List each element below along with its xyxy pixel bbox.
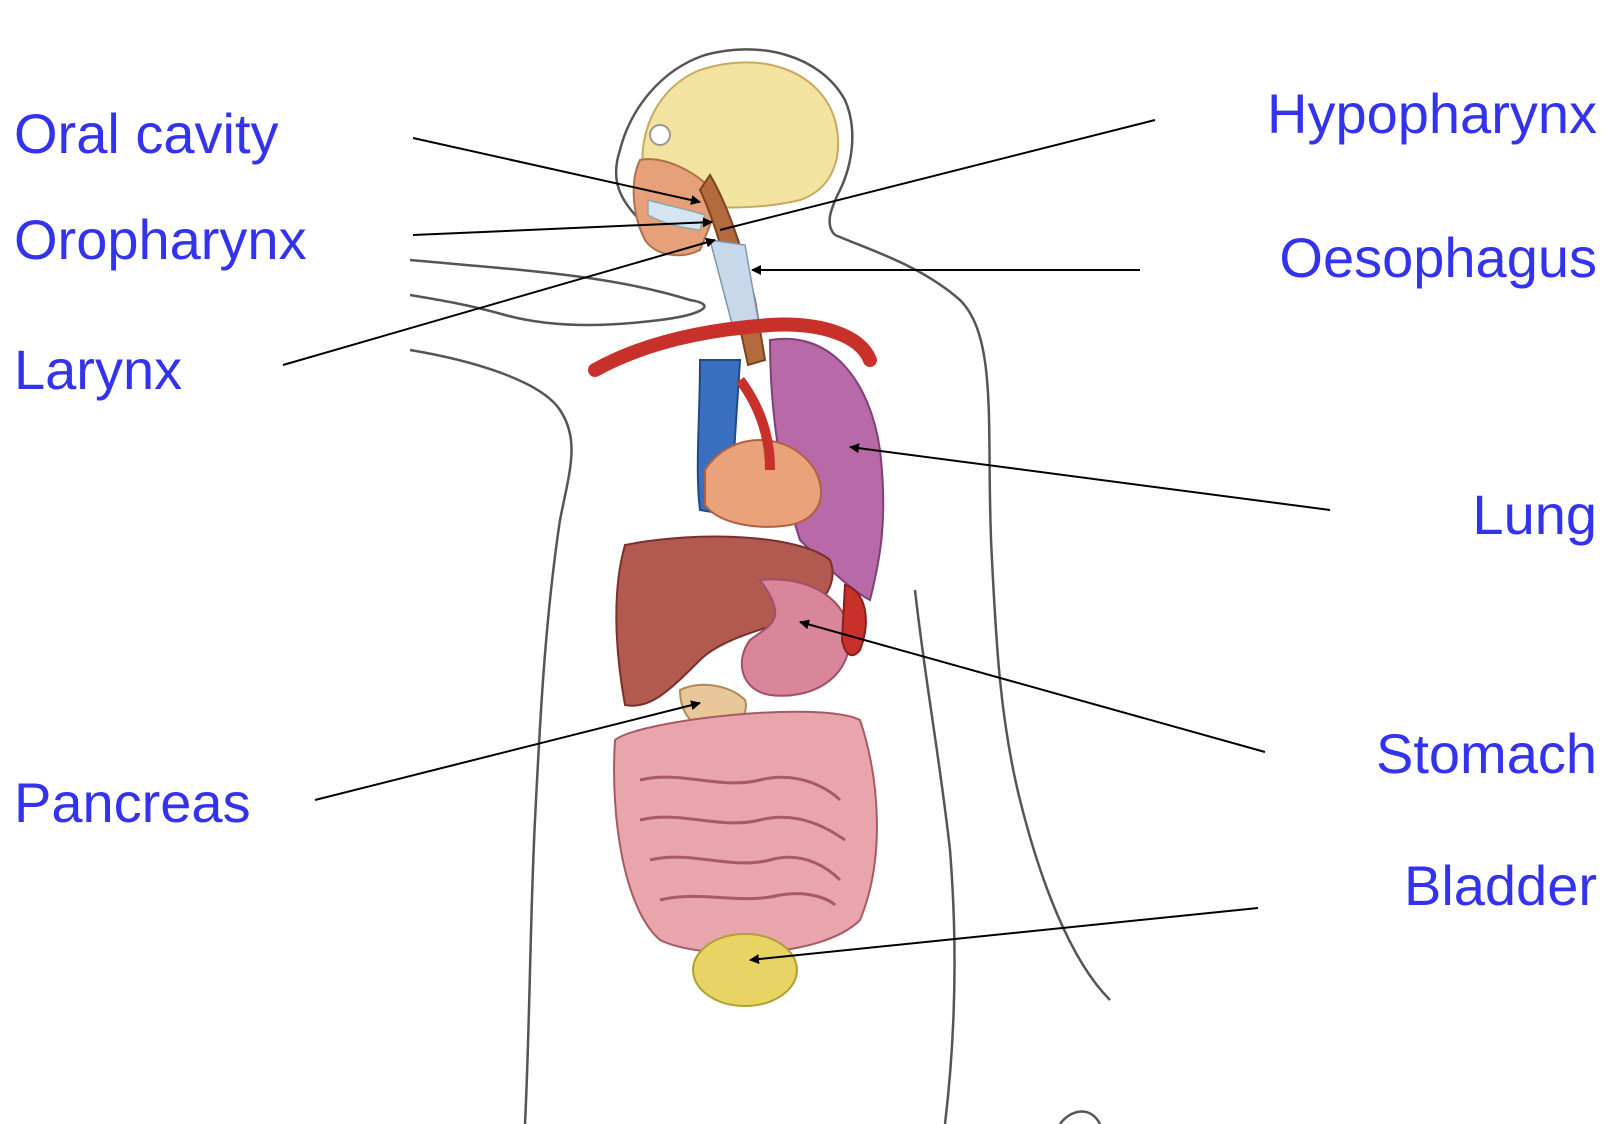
- leader-stomach: [800, 622, 1265, 752]
- label-larynx: Larynx: [14, 342, 182, 398]
- label-oral-cavity: Oral cavity: [14, 106, 279, 162]
- intestines: [614, 712, 877, 953]
- abdomen-upper: [616, 537, 866, 730]
- leader-lung: [850, 447, 1330, 510]
- label-oesophagus: Oesophagus: [1279, 230, 1597, 286]
- label-lung: Lung: [1472, 487, 1597, 543]
- label-stomach: Stomach: [1376, 726, 1597, 782]
- bladder: [693, 934, 797, 1006]
- label-bladder: Bladder: [1404, 858, 1597, 914]
- label-oropharynx: Oropharynx: [14, 212, 307, 268]
- label-hypopharynx: Hypopharynx: [1267, 86, 1597, 142]
- label-pancreas: Pancreas: [14, 775, 251, 831]
